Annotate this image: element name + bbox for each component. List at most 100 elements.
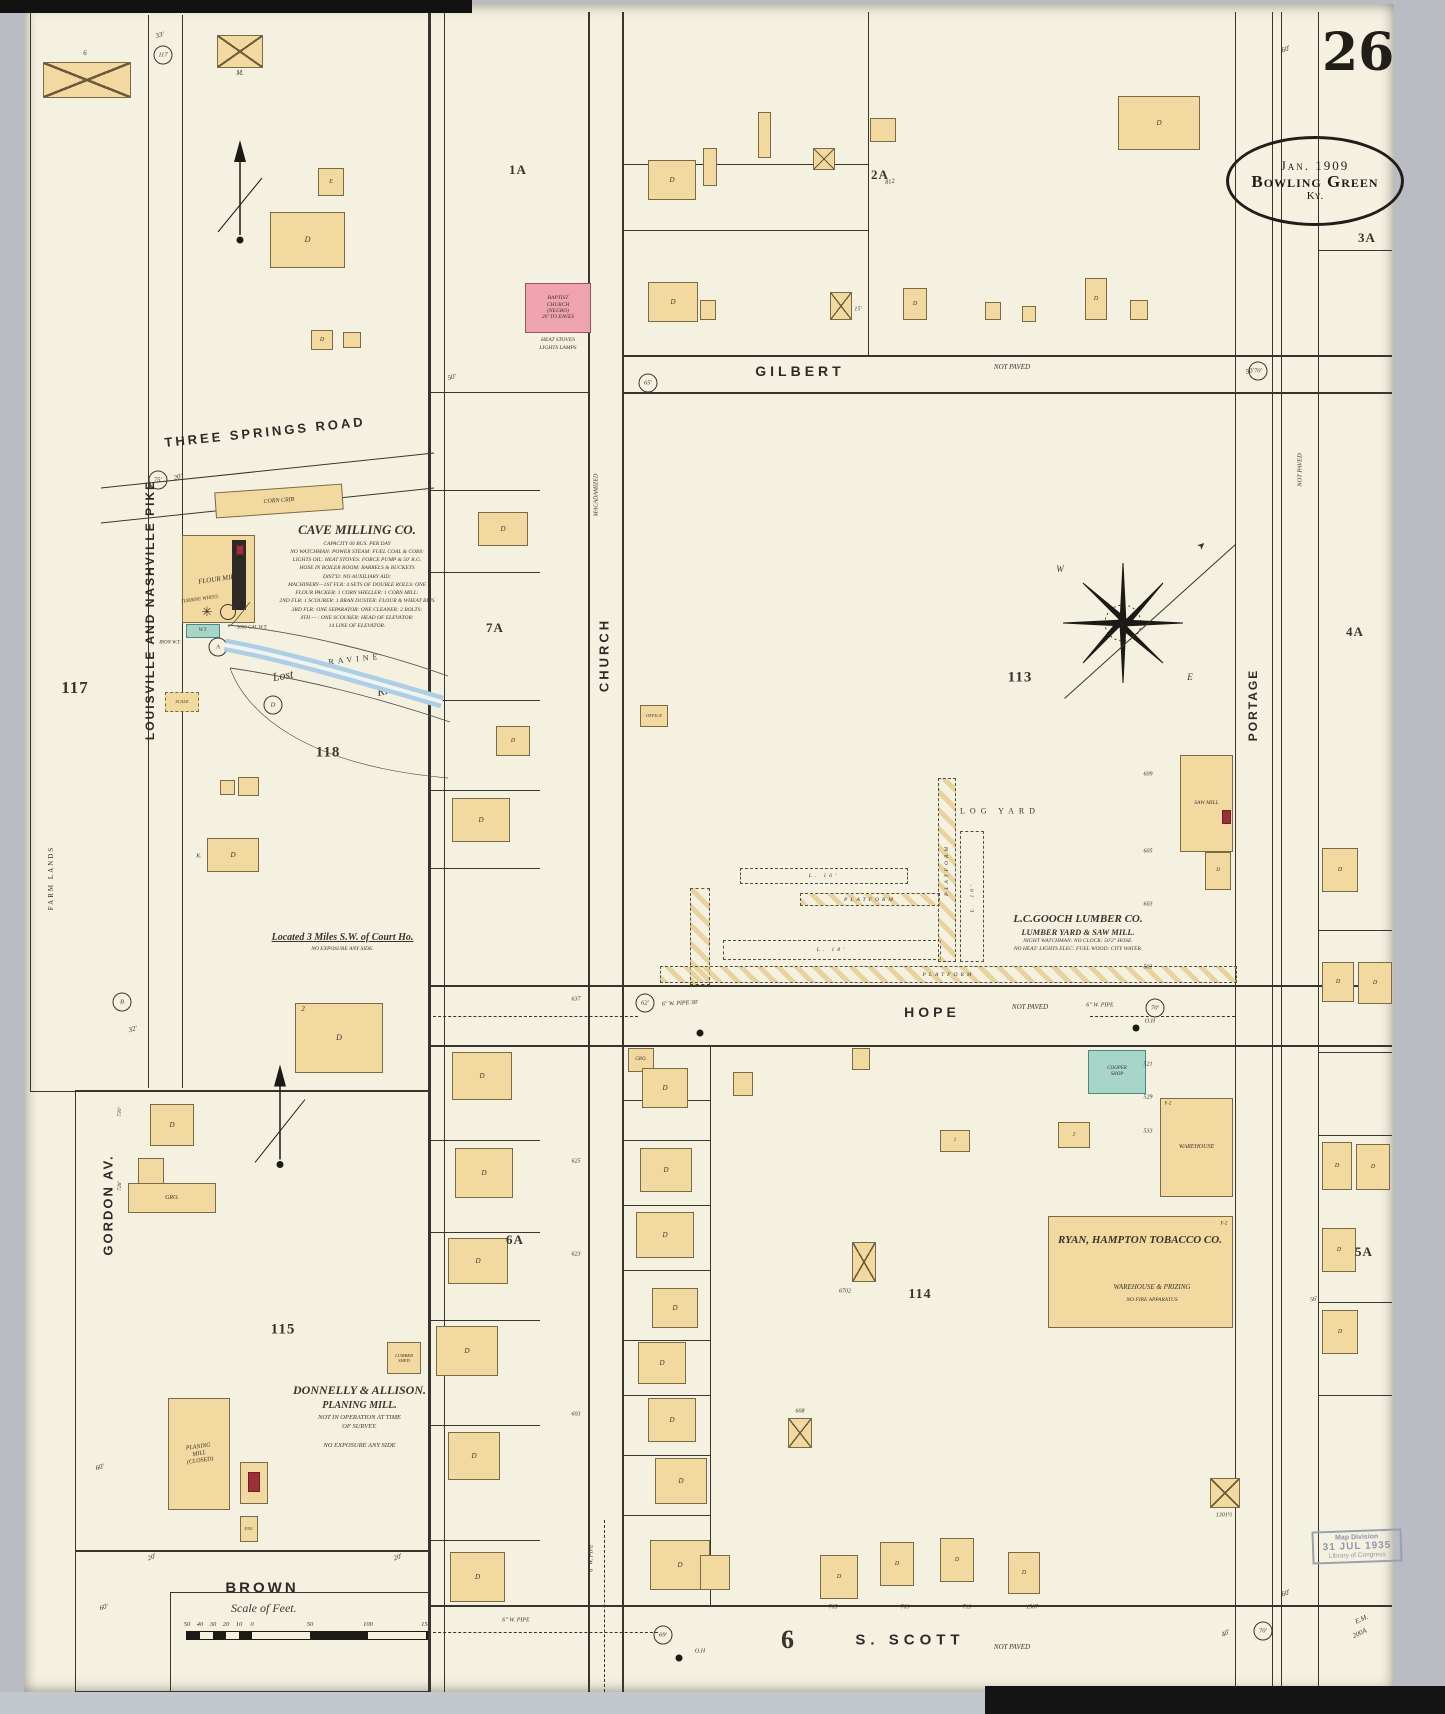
map-annotation: O.H: [1144, 1018, 1156, 1025]
building-label: D: [478, 815, 484, 824]
building-label: 1: [1072, 1131, 1076, 1138]
note-line: L.C.GOOCH LUMBER CO.: [1013, 913, 1143, 925]
note-line: CAPACITY 60 BUS. PER DAY: [323, 540, 391, 547]
block-number: 117: [61, 678, 89, 697]
map-annotation: 609: [1143, 771, 1153, 778]
building: ENG.: [240, 1516, 258, 1542]
map-line: [1272, 12, 1274, 1692]
sheet-number: 26: [1322, 22, 1395, 83]
ruler-segment: [252, 1632, 310, 1639]
building-label: D: [1336, 1246, 1342, 1253]
circled-dimension: 70': [1145, 998, 1165, 1018]
building: [852, 1242, 876, 1282]
title-oval: Jan. 1909 Bowling Green Ky.: [1226, 136, 1404, 226]
building: [758, 112, 771, 158]
map-annotation: M.: [236, 69, 244, 78]
note-line: NO WATCHMAN: POWER STEAM: FUEL COAL & CO…: [290, 548, 424, 555]
map-annotation: 625: [571, 1158, 581, 1165]
hydrant-dot: [696, 1029, 704, 1037]
map-annotation: 713: [962, 1604, 972, 1611]
ruler-segment: [200, 1632, 213, 1639]
map-line: [622, 230, 868, 231]
building: D: [638, 1342, 686, 1384]
building-label: D: [479, 1071, 485, 1080]
map-annotation: 15': [854, 306, 862, 313]
building-label: D: [1370, 1163, 1376, 1170]
building: D: [1008, 1552, 1040, 1594]
platform: L. 16': [960, 831, 984, 962]
map-annotation: NOT PAVED: [1011, 1003, 1049, 1012]
building: D: [655, 1458, 707, 1504]
building: D: [648, 160, 696, 200]
map-annotation: 6: [83, 49, 87, 58]
ruler-tick-label: 150: [421, 1621, 431, 1628]
map-line: [622, 12, 624, 1692]
map-line: [622, 392, 1392, 394]
map-annotation: LIGHTS LAMPS: [539, 344, 577, 351]
building-label: D: [169, 1120, 175, 1129]
lost-river-graphic: [223, 601, 451, 779]
building-label: D: [678, 1476, 684, 1485]
building: D: [436, 1326, 498, 1376]
map-line: [1318, 12, 1319, 1692]
map-annotation: WAREHOUSE & PRIZING: [1113, 1283, 1191, 1292]
building: D: [496, 726, 530, 756]
building-label: D: [662, 1083, 668, 1092]
building-label: D: [481, 1168, 487, 1177]
building: D: [207, 838, 259, 872]
map-line: [428, 1232, 540, 1233]
map-line: [1318, 250, 1392, 251]
building-label: D: [1372, 979, 1378, 986]
map-line: [622, 1340, 710, 1341]
circled-dimension: 75': [148, 470, 168, 490]
building-label: D: [336, 1033, 342, 1043]
platform-label: L. 16': [969, 881, 975, 912]
building: [703, 148, 717, 186]
cistern-circle: [220, 604, 236, 620]
building-label: D: [474, 1572, 481, 1581]
block-number: 3A: [1358, 230, 1376, 245]
title-state: Ky.: [1306, 189, 1324, 202]
map-line: [428, 1632, 658, 1633]
title-city: Bowling Green: [1251, 172, 1379, 192]
map-annotation: W: [1056, 564, 1064, 575]
map-line: [1281, 12, 1283, 1692]
block-number: 6A: [506, 1232, 524, 1247]
building-label: D: [510, 737, 516, 744]
building-label: D: [319, 336, 325, 343]
map-line: [428, 1540, 540, 1541]
map-line: [428, 1140, 540, 1141]
building: D: [880, 1542, 914, 1586]
map-line: [444, 12, 445, 1692]
circled-dimension: D: [263, 695, 283, 715]
map-line: [428, 790, 540, 791]
building-label: W.T.: [198, 628, 208, 634]
block-number: 6: [781, 1625, 795, 1654]
map-line: [622, 1140, 710, 1141]
building-label: D: [1334, 1162, 1340, 1169]
building: D: [448, 1238, 508, 1284]
map-annotation: HEAT STOVES: [541, 336, 575, 343]
map-annotation: 40': [1219, 1627, 1232, 1639]
map-line: [428, 1425, 540, 1426]
street-name: PORTAGE: [1246, 668, 1260, 742]
map-line: [428, 1320, 540, 1321]
circled-dimension: 69': [653, 1625, 673, 1645]
map-line: [588, 12, 590, 1692]
street-name: CHURCH: [596, 617, 612, 693]
circled-dimension: 70': [1248, 361, 1268, 381]
street-name: S. SCOTT: [855, 1631, 965, 1649]
note-line: NO EXPOSURE ANY SIDE: [323, 1441, 396, 1449]
map-annotation: 608: [795, 1408, 805, 1415]
ruler-segment: [368, 1632, 426, 1639]
ruler-segment: [226, 1632, 239, 1639]
building: GRO.: [128, 1183, 216, 1213]
note-line: NOT IN OPERATION AT TIME: [318, 1413, 401, 1421]
building: D: [1322, 1228, 1356, 1272]
map-line: [1318, 1302, 1392, 1303]
scan-edge-bottom-left: [0, 1692, 985, 1714]
building-label: D: [1337, 866, 1343, 873]
map-annotation: 501: [1143, 964, 1153, 971]
